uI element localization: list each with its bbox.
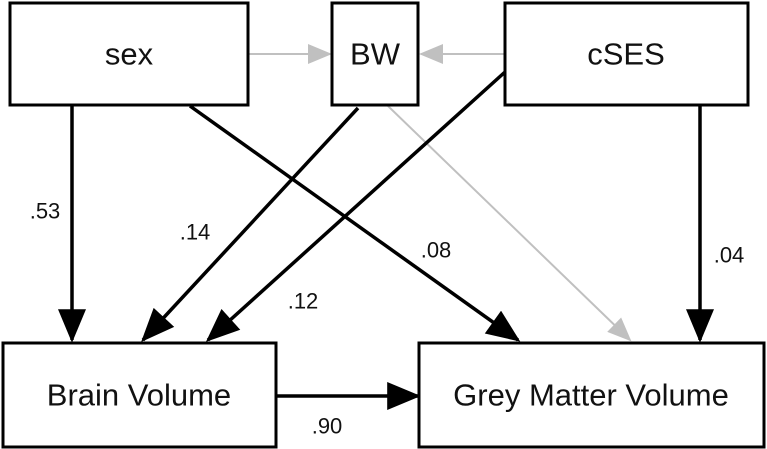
edge-cses-to-brain-volume bbox=[205, 70, 507, 342]
edge-bw-to-brain-volume bbox=[141, 106, 360, 343]
node-brain-volume-label: Brain Volume bbox=[47, 378, 231, 413]
node-brain-volume: Brain Volume bbox=[1, 341, 278, 449]
node-sex-label: sex bbox=[105, 37, 154, 72]
node-sex: sex bbox=[8, 1, 250, 107]
weight-sex-to-grey-matter-volume: .08 bbox=[421, 238, 452, 263]
weight-cses-to-brain-volume: .12 bbox=[288, 289, 319, 314]
edge-sex-to-grey-matter-volume bbox=[188, 104, 521, 342]
node-grey-matter-volume-label: Grey Matter Volume bbox=[453, 378, 729, 413]
node-bw: BW bbox=[330, 1, 420, 107]
node-cses-label: cSES bbox=[587, 37, 665, 72]
edge-bw-to-grey-matter-volume bbox=[387, 105, 632, 342]
weight-bw-to-brain-volume: .14 bbox=[180, 220, 211, 245]
node-bw-label: BW bbox=[350, 37, 401, 72]
node-cses: cSES bbox=[503, 1, 750, 107]
weight-brain-volume-to-grey-matter-volume: .90 bbox=[312, 414, 343, 439]
node-grey-matter-volume: Grey Matter Volume bbox=[417, 341, 766, 449]
weight-sex-to-brain-volume: .53 bbox=[30, 199, 61, 224]
weight-cses-to-grey-matter-volume: .04 bbox=[714, 243, 745, 268]
